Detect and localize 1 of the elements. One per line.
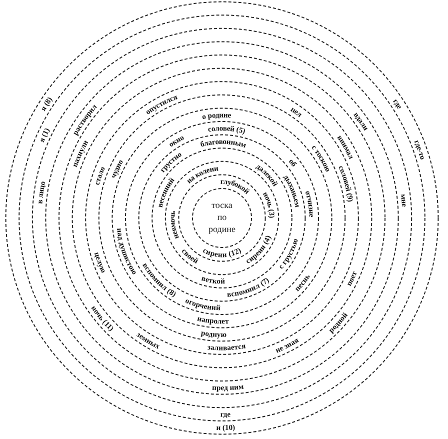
center-text: тоска по родине [208,200,236,236]
